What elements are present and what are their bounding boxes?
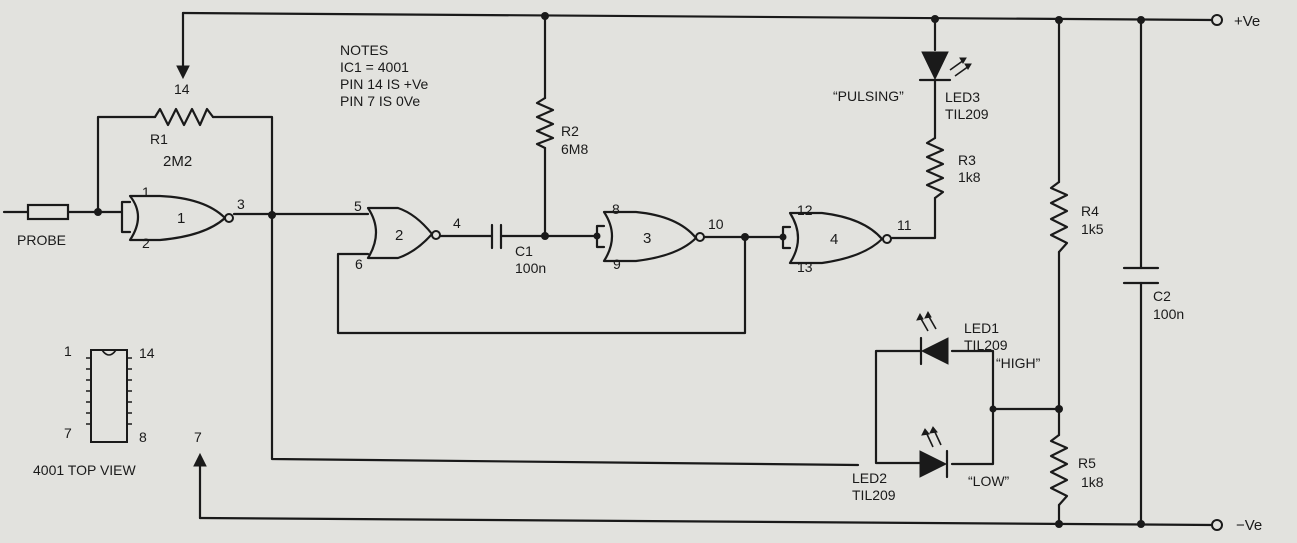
led2-ref: LED2	[852, 470, 887, 486]
probe-resistor	[26, 203, 70, 221]
negative-rail-label: −Ve	[1236, 517, 1262, 534]
notes-line: PIN 7 IS 0Ve	[340, 93, 420, 109]
led1-ref: LED1	[964, 320, 999, 336]
r2-resistor	[535, 96, 555, 150]
led1-tag: “HIGH”	[996, 355, 1041, 371]
junction-dot	[541, 12, 549, 20]
gate1-input-wire	[96, 200, 132, 234]
ic-pin-label: 1	[64, 343, 72, 359]
c2-ref: C2	[1153, 288, 1171, 304]
ic-pin-label: 8	[139, 429, 147, 445]
pin-label: 12	[797, 202, 813, 218]
ic-pin-label: 7	[64, 425, 72, 441]
positive-rail-label: +Ve	[1234, 13, 1260, 30]
probe-label: PROBE	[17, 232, 66, 248]
junction-dot	[1055, 405, 1063, 413]
junction-dot	[1055, 520, 1063, 528]
junction-dots	[94, 12, 1145, 528]
r4-resistor	[1049, 180, 1069, 254]
supply-pin-label: 14	[174, 81, 190, 97]
notes-line: PIN 14 IS +Ve	[340, 76, 429, 92]
r3-ref: R3	[958, 152, 976, 168]
positive-rail-wire	[181, 11, 1215, 22]
negative-terminal	[1211, 519, 1223, 531]
arrow-up-icon	[193, 452, 207, 467]
ground-pin-label: 7	[194, 429, 202, 445]
nor-gate-1	[128, 194, 234, 242]
led1-diode	[916, 310, 949, 366]
gate2-feedback-wire	[336, 235, 747, 335]
ic-pin-label: 14	[139, 345, 155, 361]
nor-gate-2	[366, 206, 441, 260]
junction-dot	[741, 233, 749, 241]
gate-number: 3	[643, 230, 651, 247]
junction-dot	[268, 211, 276, 219]
ic-caption: 4001 TOP VIEW	[33, 462, 137, 478]
r1-resistor	[153, 107, 215, 127]
r5-resistor	[1049, 433, 1069, 507]
pin-label: 13	[797, 259, 813, 275]
r4-ref: R4	[1081, 203, 1099, 219]
junction-dot	[779, 233, 787, 241]
led1-part: TIL209	[964, 337, 1008, 353]
led3-diode	[918, 51, 972, 82]
led3-part: TIL209	[945, 106, 989, 122]
pin-label: 9	[613, 256, 621, 272]
led2-tag: “LOW”	[968, 473, 1010, 489]
led2-part: TIL209	[852, 487, 896, 503]
gate4-output-wire	[890, 196, 937, 240]
r3-value: 1k8	[958, 169, 981, 185]
pin-label: 10	[708, 216, 724, 232]
ic-4001-top-view	[86, 349, 132, 443]
led-pair-junction-wire	[950, 349, 1061, 466]
pin-label: 4	[453, 215, 461, 231]
c2-capacitor	[1122, 266, 1160, 285]
pin-label: 3	[237, 196, 245, 212]
r5-ref: R5	[1078, 455, 1096, 471]
nor-gate-3	[602, 210, 705, 263]
r2-value: 6M8	[561, 141, 588, 157]
led3-ref: LED3	[945, 89, 980, 105]
led3-tag: “PULSING”	[833, 88, 904, 104]
pin-label: 8	[612, 201, 620, 217]
junction-dot	[1137, 16, 1145, 24]
notes-line: IC1 = 4001	[340, 59, 409, 75]
junction-dot	[1137, 520, 1145, 528]
c1-ref: C1	[515, 243, 533, 259]
pin-label: 11	[897, 217, 912, 233]
junction-dot	[931, 15, 939, 23]
c2-value: 100n	[1153, 306, 1184, 322]
pin-label: 2	[142, 235, 150, 251]
junction-dot	[94, 208, 102, 216]
pin-label: 5	[354, 198, 362, 214]
junction-dot	[989, 405, 997, 413]
r2-ref: R2	[561, 123, 579, 139]
led-pair-left-wire	[874, 349, 922, 465]
nor-gate-4	[788, 211, 892, 265]
pin-label: 1	[142, 184, 150, 200]
notes-heading: NOTES	[340, 42, 388, 58]
notes-block: NOTES IC1 = 4001 PIN 14 IS +Ve PIN 7 IS …	[340, 42, 429, 109]
r1-value: 2M2	[163, 153, 192, 170]
pin-label: 6	[355, 256, 363, 272]
gate-number: 1	[177, 210, 185, 227]
junction-dot	[541, 232, 549, 240]
positive-terminal	[1211, 14, 1223, 26]
r3-resistor	[925, 136, 945, 200]
gate-number: 4	[830, 231, 838, 248]
junction-dot	[1055, 16, 1063, 24]
low-led-drive-wire	[270, 213, 860, 467]
led2-diode	[919, 426, 949, 479]
negative-rail-wire	[198, 516, 1215, 527]
r5-value: 1k8	[1081, 474, 1104, 490]
gate-number: 2	[395, 227, 403, 244]
arrow-down-icon	[176, 65, 190, 80]
r4-value: 1k5	[1081, 221, 1104, 237]
r1-ref: R1	[150, 131, 168, 147]
junction-dot	[593, 232, 601, 240]
r1-feedback-wire	[96, 115, 274, 217]
c1-capacitor	[490, 223, 503, 250]
c1-value: 100n	[515, 260, 546, 276]
